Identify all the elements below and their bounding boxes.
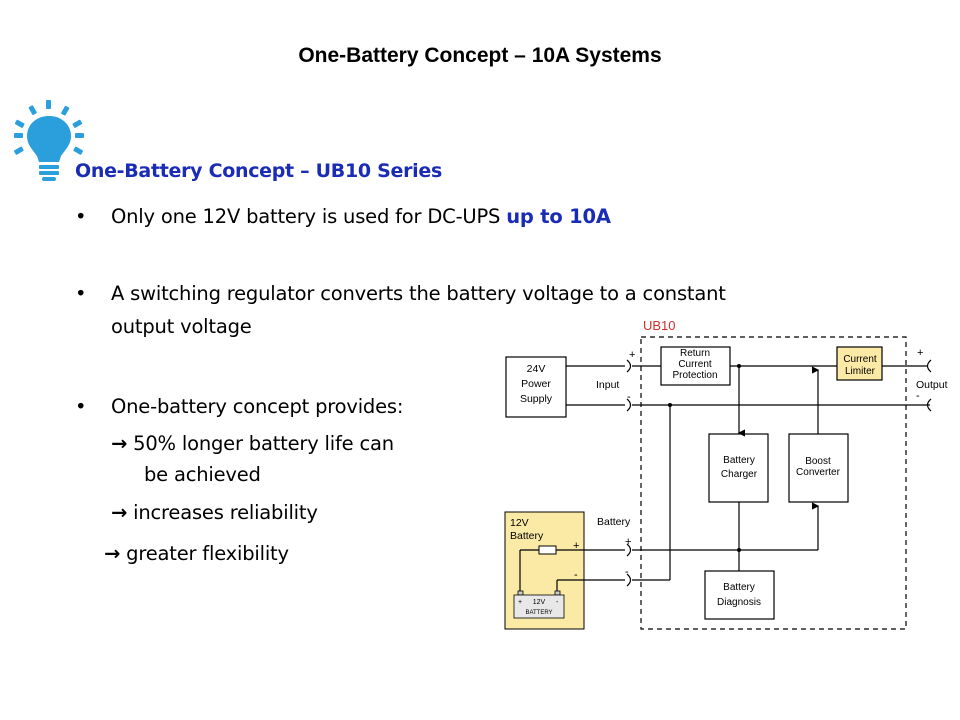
arrow-icon: → xyxy=(111,501,128,524)
plus-sign: + xyxy=(629,349,635,361)
lightbulb-icon xyxy=(14,100,84,181)
arrow-icon: → xyxy=(104,542,121,565)
input-label: Input xyxy=(596,379,619,391)
return-current-line: Protection xyxy=(672,370,717,381)
bullet-2-line2: output voltage xyxy=(111,315,252,338)
bullet-dot: • xyxy=(75,205,87,228)
battery-box-line: 12V xyxy=(510,517,529,529)
plus-sign: + xyxy=(917,347,923,359)
battery-charger-line: Charger xyxy=(721,469,758,480)
boost-converter-line: Boost xyxy=(805,456,831,467)
minus-sign: - xyxy=(574,569,578,581)
cell-minus: - xyxy=(556,599,559,606)
bullet-1-text: Only one 12V battery is used for DC-UPS xyxy=(111,205,507,228)
bullet-dot: • xyxy=(75,282,87,305)
battery-charger-box xyxy=(708,433,769,503)
subheading: One-Battery Concept – UB10 Series xyxy=(75,160,442,182)
minus-sign: - xyxy=(625,566,629,578)
bullet-3-text: One-battery concept provides: xyxy=(111,395,404,418)
battery-diagnosis-box xyxy=(704,570,775,620)
power-supply-line: Supply xyxy=(520,393,553,405)
benefit-2-text: increases reliability xyxy=(133,501,318,524)
cell-voltage: 12V xyxy=(533,599,546,606)
benefit-1-line1: 50% longer battery life can xyxy=(133,432,394,455)
benefit-1: → 50% longer battery life can be achieve… xyxy=(111,428,394,490)
cell-plus: + xyxy=(518,599,522,606)
return-current-line: Return xyxy=(680,348,710,359)
power-supply-line: Power xyxy=(521,378,551,390)
battery-box-line: Battery xyxy=(510,530,544,542)
battery-diagnosis-line: Diagnosis xyxy=(717,597,761,608)
bullet-dot: • xyxy=(75,395,87,418)
current-limiter-line: Current xyxy=(843,354,877,365)
return-current-line: Current xyxy=(678,359,712,370)
minus-sign: - xyxy=(627,391,631,403)
cell-label: BATTERY xyxy=(525,610,552,616)
ub10-boundary xyxy=(640,336,907,630)
ub10-label: UB10 xyxy=(643,318,676,333)
plus-sign: + xyxy=(625,536,631,548)
benefit-1-line2: be achieved xyxy=(144,463,261,486)
battery-cell-icon xyxy=(513,594,565,619)
benefit-3-text: greater flexibility xyxy=(126,542,289,565)
plus-sign: + xyxy=(573,540,579,552)
boost-converter-box xyxy=(788,433,849,503)
bullet-2-line1: A switching regulator converts the batte… xyxy=(111,282,726,305)
current-limiter-line: Limiter xyxy=(845,366,876,377)
power-supply-box xyxy=(505,356,567,418)
power-supply-line: 24V xyxy=(527,363,546,375)
slide-title: One-Battery Concept – 10A Systems xyxy=(298,44,662,67)
battery-charger-line: Battery xyxy=(723,455,755,466)
bullet-1-emphasis: up to 10A xyxy=(506,205,611,228)
benefit-3: → greater flexibility xyxy=(104,538,289,569)
arrow-icon: → xyxy=(111,432,128,455)
output-label: Output xyxy=(916,379,948,391)
battery-port-label: Battery xyxy=(597,516,631,528)
boost-converter-line: Converter xyxy=(796,467,841,478)
battery-diagnosis-line: Battery xyxy=(723,582,755,593)
minus-sign: - xyxy=(916,390,920,402)
benefit-2: → increases reliability xyxy=(111,497,318,528)
fuse-icon xyxy=(538,545,557,555)
current-limiter-box xyxy=(836,346,883,381)
